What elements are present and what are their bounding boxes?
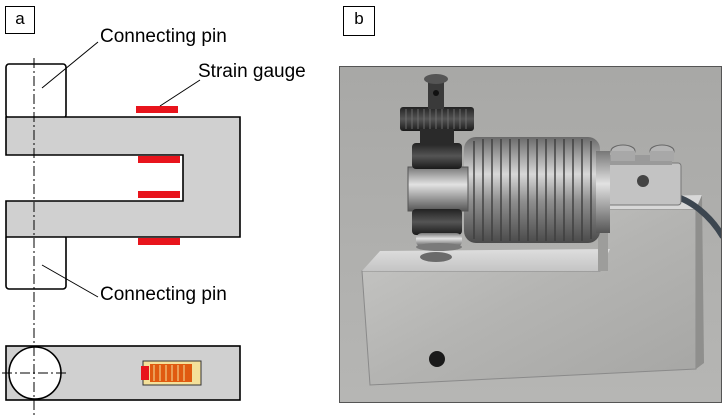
strain-gauge-bottom bbox=[138, 238, 180, 245]
base-top-hole bbox=[420, 252, 452, 262]
lower-washer bbox=[416, 233, 462, 247]
sensor-housing-top bbox=[602, 155, 672, 165]
lower-black-collar bbox=[412, 209, 462, 235]
top-view-gauge-tab bbox=[141, 366, 149, 380]
cap-nut-right-body bbox=[650, 151, 674, 161]
top-view-gauge-grid bbox=[150, 364, 192, 382]
base-hole bbox=[429, 351, 445, 367]
callout-connecting-pin-top: Connecting pin bbox=[100, 26, 227, 47]
knob-neck bbox=[420, 129, 454, 145]
callout-strain-gauge: Strain gauge bbox=[198, 61, 306, 82]
strain-gauge-top bbox=[136, 106, 178, 113]
u-shaped-body bbox=[5, 116, 241, 238]
aluminum-step-face bbox=[598, 209, 608, 271]
bellows-ribs bbox=[473, 139, 592, 241]
bellows-body bbox=[464, 137, 600, 243]
leader-connecting-pin-top bbox=[41, 41, 99, 89]
strain-gauge-upper-inner bbox=[138, 156, 180, 163]
panel-a-diagram bbox=[2, 41, 241, 417]
bottom-connecting-pin bbox=[5, 234, 67, 290]
leader-strain-gauge bbox=[159, 79, 201, 107]
front-steel-ring bbox=[407, 166, 469, 212]
top-connecting-pin bbox=[5, 63, 67, 119]
knurl-lines bbox=[405, 109, 467, 129]
callout-connecting-pin-bottom: Connecting pin bbox=[100, 284, 227, 305]
knurled-knob bbox=[400, 107, 474, 131]
cap-nut-left-body bbox=[611, 151, 635, 161]
pin-head bbox=[424, 74, 448, 84]
strain-gauge-lower-inner bbox=[138, 191, 180, 198]
clamp-screw bbox=[637, 175, 649, 187]
aluminum-base-side bbox=[696, 195, 704, 369]
rear-flange bbox=[596, 151, 610, 233]
aluminum-base-top bbox=[362, 249, 610, 271]
panel-b-label: b bbox=[343, 6, 375, 36]
load-cell-photo bbox=[339, 66, 722, 403]
panel-a-label: a bbox=[5, 6, 35, 34]
lower-washer-edge bbox=[416, 243, 462, 251]
upper-black-collar bbox=[412, 143, 462, 169]
pin-cross-hole bbox=[433, 90, 439, 96]
load-cell-photo-drawing bbox=[340, 67, 721, 402]
leader-connecting-pin-bottom bbox=[41, 264, 99, 298]
top-view-gauge-lines bbox=[153, 365, 185, 381]
